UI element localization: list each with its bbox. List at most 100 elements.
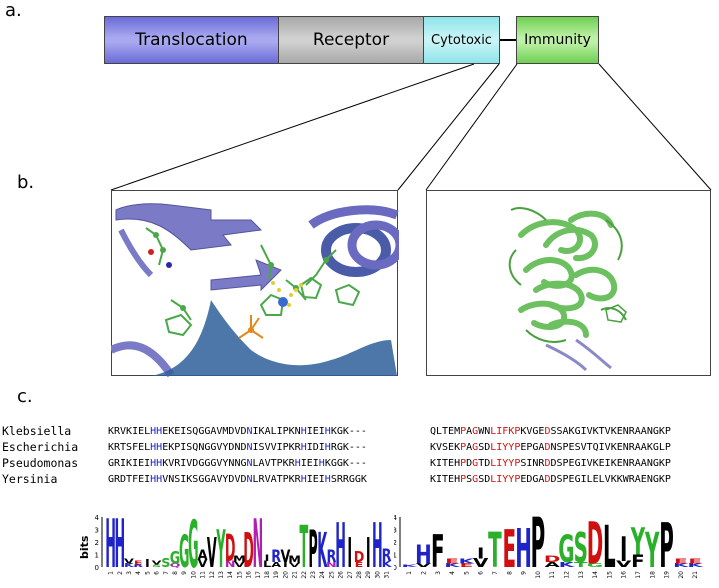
- logo-position-label: 14: [227, 571, 234, 579]
- sequence-segment: H: [294, 458, 301, 469]
- logo-ytick: 1: [394, 552, 397, 560]
- logo-ytick: 0: [394, 564, 397, 572]
- logo-position-label: 12: [563, 571, 570, 579]
- logo-letter: G: [170, 547, 180, 567]
- sequence-segment: D: [544, 426, 551, 437]
- logo-position-label: 5: [144, 571, 151, 575]
- logo-letter: K: [382, 559, 393, 569]
- logo-position-label: 23: [310, 571, 317, 579]
- sequence-segment: KGGK---: [324, 458, 367, 469]
- sequence-segment: A: [466, 442, 473, 453]
- sequence-segment: G: [472, 458, 479, 469]
- sequence-row: KITEHPSGSDLIYYPEDGADDSPEGILELVKKWRAENGKP: [430, 472, 671, 487]
- logo-position-label: 3: [126, 571, 133, 575]
- logo-letter: T: [299, 513, 308, 581]
- logo-letter: K: [444, 563, 460, 569]
- logo-position-label: 2: [117, 571, 124, 575]
- logo-ytick: 2: [95, 539, 99, 547]
- sequence-segment: KVRIVDGGGVYNNG: [162, 458, 247, 469]
- logo-letter: H: [415, 541, 432, 570]
- sequence-segment: G: [472, 474, 479, 485]
- logo-position-label: 1: [108, 571, 115, 575]
- species-name: Escherichia: [2, 440, 79, 454]
- logo-letter: F: [631, 552, 645, 571]
- logo-position-label: 24: [319, 571, 326, 579]
- zoom-connector-lines: [110, 39, 712, 191]
- sequence-segment: EPGA: [520, 442, 545, 453]
- logo-letter: I: [283, 561, 288, 569]
- logo-letter: H: [114, 506, 125, 583]
- sequence-segment: KVSEK: [430, 442, 461, 453]
- sequence-segment: D: [466, 458, 473, 469]
- logo-letter: G: [587, 563, 603, 569]
- logo-letter: E: [502, 521, 516, 580]
- sequence-segment: KRTSFEL: [108, 442, 151, 453]
- logo-position-label: 16: [621, 571, 628, 579]
- domain-cytotoxic: Cytotoxic: [423, 16, 500, 64]
- logo-letter: Y: [216, 519, 226, 579]
- logo-position-label: 14: [592, 571, 599, 579]
- sequence-segment: HH: [150, 442, 163, 453]
- logo-letter: V: [152, 560, 162, 566]
- logo-letter: V: [280, 546, 290, 566]
- sequence-segment: G: [472, 442, 479, 453]
- sequence-segment: IEI: [300, 458, 319, 469]
- logo-position-label: 28: [356, 571, 363, 579]
- logo-letter: H: [105, 506, 116, 583]
- logo-ytick: 3: [394, 527, 397, 535]
- logo-letter: L: [603, 515, 616, 582]
- sequence-segment: P: [460, 458, 467, 469]
- sequence-segment: KITEH: [430, 458, 461, 469]
- logo-position-label: 9: [521, 571, 528, 575]
- sequence-segment: EKEISQGGAVMDVD: [162, 426, 247, 437]
- logo-letter: R: [271, 546, 281, 566]
- logo-axis-label: bits: [80, 535, 91, 559]
- logo-letter: K: [459, 557, 475, 565]
- sequence-segment: KRVKIEL: [108, 426, 151, 437]
- logo-position-label: 15: [236, 571, 243, 579]
- logo-position-label: 19: [664, 571, 671, 579]
- sequence-segment: H: [300, 442, 307, 453]
- logo-letter: K: [559, 561, 575, 569]
- logo-position-label: 20: [678, 571, 685, 579]
- sequence-segment: EDGA: [520, 474, 545, 485]
- logo-ytick: 4: [95, 514, 100, 522]
- logo-letter: M: [288, 554, 301, 566]
- logo-letter: V: [207, 531, 217, 578]
- sequence-segment: H: [300, 426, 307, 437]
- logo-position-label: 29: [365, 571, 372, 579]
- sequence-segment: P: [460, 426, 467, 437]
- logo-letter: I: [620, 529, 627, 569]
- logo-ytick: 3: [95, 527, 99, 535]
- logo-letter: D: [225, 526, 236, 570]
- logo-ytick: 0: [95, 564, 99, 572]
- logo-letter: S: [152, 564, 162, 568]
- logo-position-label: 2: [420, 571, 427, 575]
- domain-receptor: Receptor: [278, 16, 424, 64]
- sequence-segment: WN: [478, 426, 491, 437]
- logo-position-label: 12: [209, 571, 216, 579]
- logo-letter: N: [225, 559, 236, 569]
- sequence-segment: IKALIPKN: [252, 426, 301, 437]
- sequence-segment: RGK---: [330, 442, 367, 453]
- sequence-segment: LIYYP: [490, 442, 521, 453]
- sequence-segment: P: [460, 442, 467, 453]
- panel-label-b: b.: [17, 172, 35, 193]
- logo-letter: H: [335, 512, 346, 583]
- logo-letter: T: [574, 561, 589, 569]
- logo-letter: V: [616, 559, 632, 569]
- sequence-segment: KVGE: [520, 426, 545, 437]
- species-name: Klebsiella: [2, 424, 72, 438]
- logo-letter: S: [574, 524, 588, 572]
- logo-letter: G: [188, 507, 198, 583]
- logo-position-label: 18: [264, 571, 271, 579]
- sequence-segment: IEI: [306, 426, 325, 437]
- sequence-row: GRDTFEIHHVNSIKSGGAVYDVDNLRVATPKRHIEIHSRR…: [108, 472, 367, 487]
- logo-position-label: 30: [374, 571, 381, 579]
- sequence-segment: SD: [478, 442, 491, 453]
- sequence-segment: SSAKGIVKTVKENRAANGKP: [550, 426, 671, 437]
- sequence-segment: HH: [150, 426, 163, 437]
- logo-letter: K: [401, 564, 418, 568]
- logo-position-label: 6: [154, 571, 161, 575]
